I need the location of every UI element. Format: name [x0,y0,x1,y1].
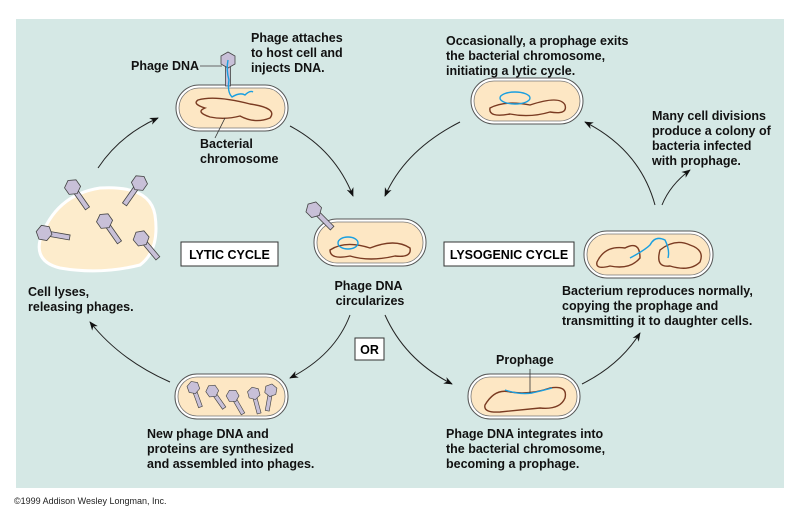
label-attach: Phage attaches to host cell and injects … [251,31,346,75]
label-prophage: Prophage [496,353,554,367]
cell-prophage-exits [470,77,584,125]
cell-phage-attaching [175,51,289,139]
svg-text:LYSOGENIC CYCLE: LYSOGENIC CYCLE [450,248,568,262]
cell-dna-circularizes [302,198,427,267]
cell-dividing [583,230,714,279]
cell-prophage-integrated [467,369,581,420]
copyright: ©1999 Addison Wesley Longman, Inc. [14,496,167,506]
label-synthesized: New phage DNA and proteins are synthesiz… [147,427,314,471]
label-phage-dna: Phage DNA [131,59,199,73]
label-reproduces: Bacterium reproduces normally, copying t… [562,284,756,328]
lytic-cycle-box: LYTIC CYCLE [180,241,279,267]
label-bacterial-chromosome: Bacterial chromosome [200,137,279,166]
cycle-arrows [89,117,691,385]
cell-phages-assembling [174,373,289,420]
lysogenic-cycle-box: LYSOGENIC CYCLE [443,241,575,267]
or-box: OR [354,337,385,361]
label-colony: Many cell divisions produce a colony of … [651,109,774,168]
svg-text:LYTIC CYCLE: LYTIC CYCLE [189,248,270,262]
cell-lysing [34,172,164,273]
label-prophage-exits: Occasionally, a prophage exits the bacte… [446,34,632,78]
label-lyses: Cell lyses, releasing phages. [28,285,134,314]
label-circularizes: Phage DNA circularizes [334,279,405,308]
svg-text:OR: OR [360,343,379,357]
label-integrates: Phage DNA integrates into the bacterial … [446,427,609,471]
